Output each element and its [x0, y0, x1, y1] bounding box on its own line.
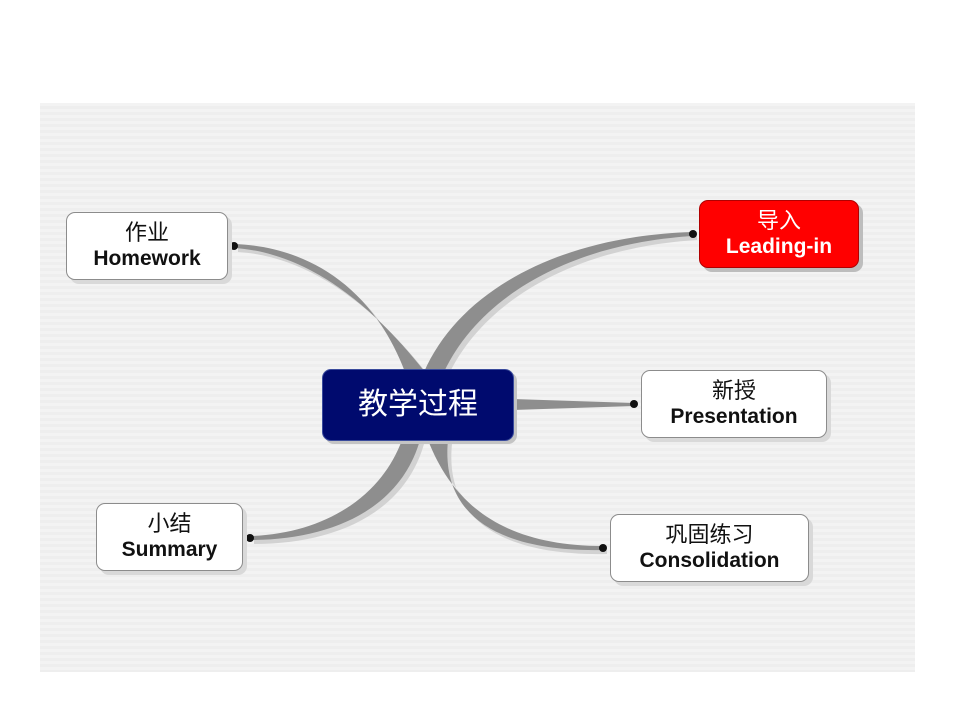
connector-presentation — [513, 399, 634, 410]
center-node[interactable]: 教学过程 — [322, 369, 514, 441]
node-leading-in[interactable]: 导入 Leading-in — [699, 200, 859, 268]
center-node-label: 教学过程 — [358, 386, 478, 422]
connector-consolidation — [428, 440, 603, 551]
node-consolidation[interactable]: 巩固练习 Consolidation — [610, 514, 809, 582]
node-homework-cn-label: 作业 — [124, 221, 169, 247]
node-presentation-en-label: Presentation — [670, 404, 798, 428]
node-summary[interactable]: 小结 Summary — [96, 503, 243, 571]
endpoint-dot-homework — [230, 242, 238, 250]
node-consolidation-cn-label: 巩固练习 — [665, 523, 754, 549]
connector-leading-in — [424, 232, 693, 372]
node-summary-en-label: Summary — [121, 537, 218, 561]
node-summary-cn-label: 小结 — [147, 512, 192, 538]
node-homework-en-label: Homework — [93, 246, 201, 270]
node-consolidation-en-label: Consolidation — [639, 548, 780, 572]
node-presentation[interactable]: 新授 Presentation — [641, 370, 827, 438]
connector-homework — [234, 244, 425, 372]
node-presentation-cn-label: 新授 — [711, 379, 756, 405]
node-homework[interactable]: 作业 Homework — [66, 212, 228, 280]
node-leading-in-en-label: Leading-in — [725, 234, 833, 258]
endpoint-dot-consolidation — [599, 544, 607, 552]
endpoint-dot-summary — [246, 534, 254, 542]
connector-summary — [250, 440, 420, 540]
endpoint-dot-leading-in — [689, 230, 697, 238]
node-leading-in-cn-label: 导入 — [756, 209, 801, 235]
endpoint-dot-presentation — [630, 400, 638, 408]
